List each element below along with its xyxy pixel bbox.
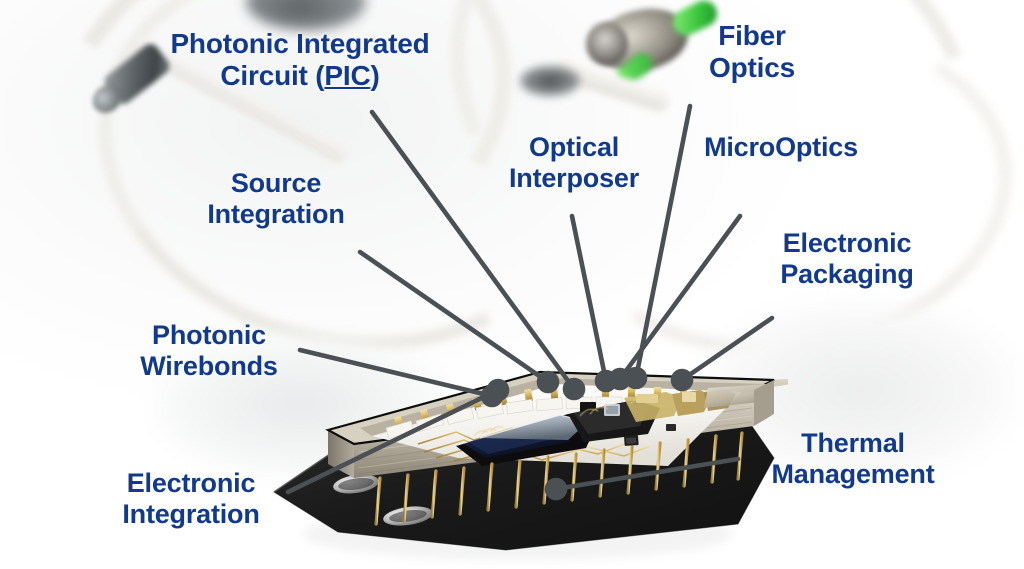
callout-line-1: Electronic: [126, 468, 256, 498]
leader-line-microoptics: [608, 213, 743, 391]
gold-pin-array: [374, 431, 744, 526]
callout-line-2: Integration: [122, 498, 260, 529]
callout-line-1: Photonic: [152, 320, 266, 350]
callout-fiber-optics: Fiber Optics: [672, 20, 832, 83]
callout-line-1: Source: [230, 168, 322, 198]
pic-lid: [480, 415, 588, 440]
callout-line-2: Management: [771, 458, 935, 489]
leader-line-pic: [369, 109, 586, 401]
blurred-connector-middle: [520, 66, 580, 96]
callout-pic-prefix: Circuit (: [220, 59, 325, 91]
leader-line-optical-interposer: [569, 213, 618, 393]
callout-line-2: Packaging: [780, 258, 914, 289]
callout-line-2: Optics: [709, 51, 795, 83]
fiber-connector-ring: [586, 22, 628, 66]
callout-line-1: Thermal: [801, 428, 905, 458]
callout-electronic-integration: Electronic Integration: [96, 468, 286, 529]
callout-line-2: Wirebonds: [140, 350, 278, 381]
leader-line-electronic-packaging: [670, 315, 775, 392]
callout-line-2: Integration: [207, 198, 345, 229]
callout-pic-suffix: ): [370, 59, 380, 91]
callout-line-1: Fiber: [718, 20, 786, 51]
callout-thermal-management: Thermal Management: [748, 428, 958, 489]
wirebonds: [473, 395, 658, 437]
callout-line-1: Optical: [528, 132, 620, 162]
electronic-packaging-lid: [704, 384, 768, 408]
callout-source-integration: Source Integration: [176, 168, 376, 229]
mounting-holes: [333, 474, 433, 526]
leader-line-fiber-optics: [624, 103, 693, 390]
callout-line-2: Interposer: [508, 162, 640, 193]
leader-line-thermal-management: [544, 456, 741, 501]
leader-line-photonic-wirebonds: [297, 347, 504, 408]
leader-line-source: [357, 249, 560, 394]
callout-line-1: Photonic Integrated: [170, 28, 430, 59]
callout-line-2: Circuit (PIC): [135, 60, 465, 92]
callout-electronic-packaging: Electronic Packaging: [752, 228, 942, 289]
callout-optical-interposer: Optical Interposer: [474, 132, 674, 193]
package-wall-left: [328, 430, 354, 478]
callout-microoptics: MicroOptics: [676, 132, 886, 163]
callout-line-1: Electronic: [782, 228, 912, 258]
callout-photonic-integrated-circuit: Photonic Integrated Circuit (PIC): [135, 28, 465, 91]
callout-pic-acronym: PIC: [324, 59, 371, 91]
leader-line-electronic-integration: [285, 378, 510, 495]
package-wall-right: [754, 380, 774, 426]
callout-photonic-wirebonds: Photonic Wirebonds: [114, 320, 304, 381]
callout-line-1: MicroOptics: [704, 132, 858, 162]
